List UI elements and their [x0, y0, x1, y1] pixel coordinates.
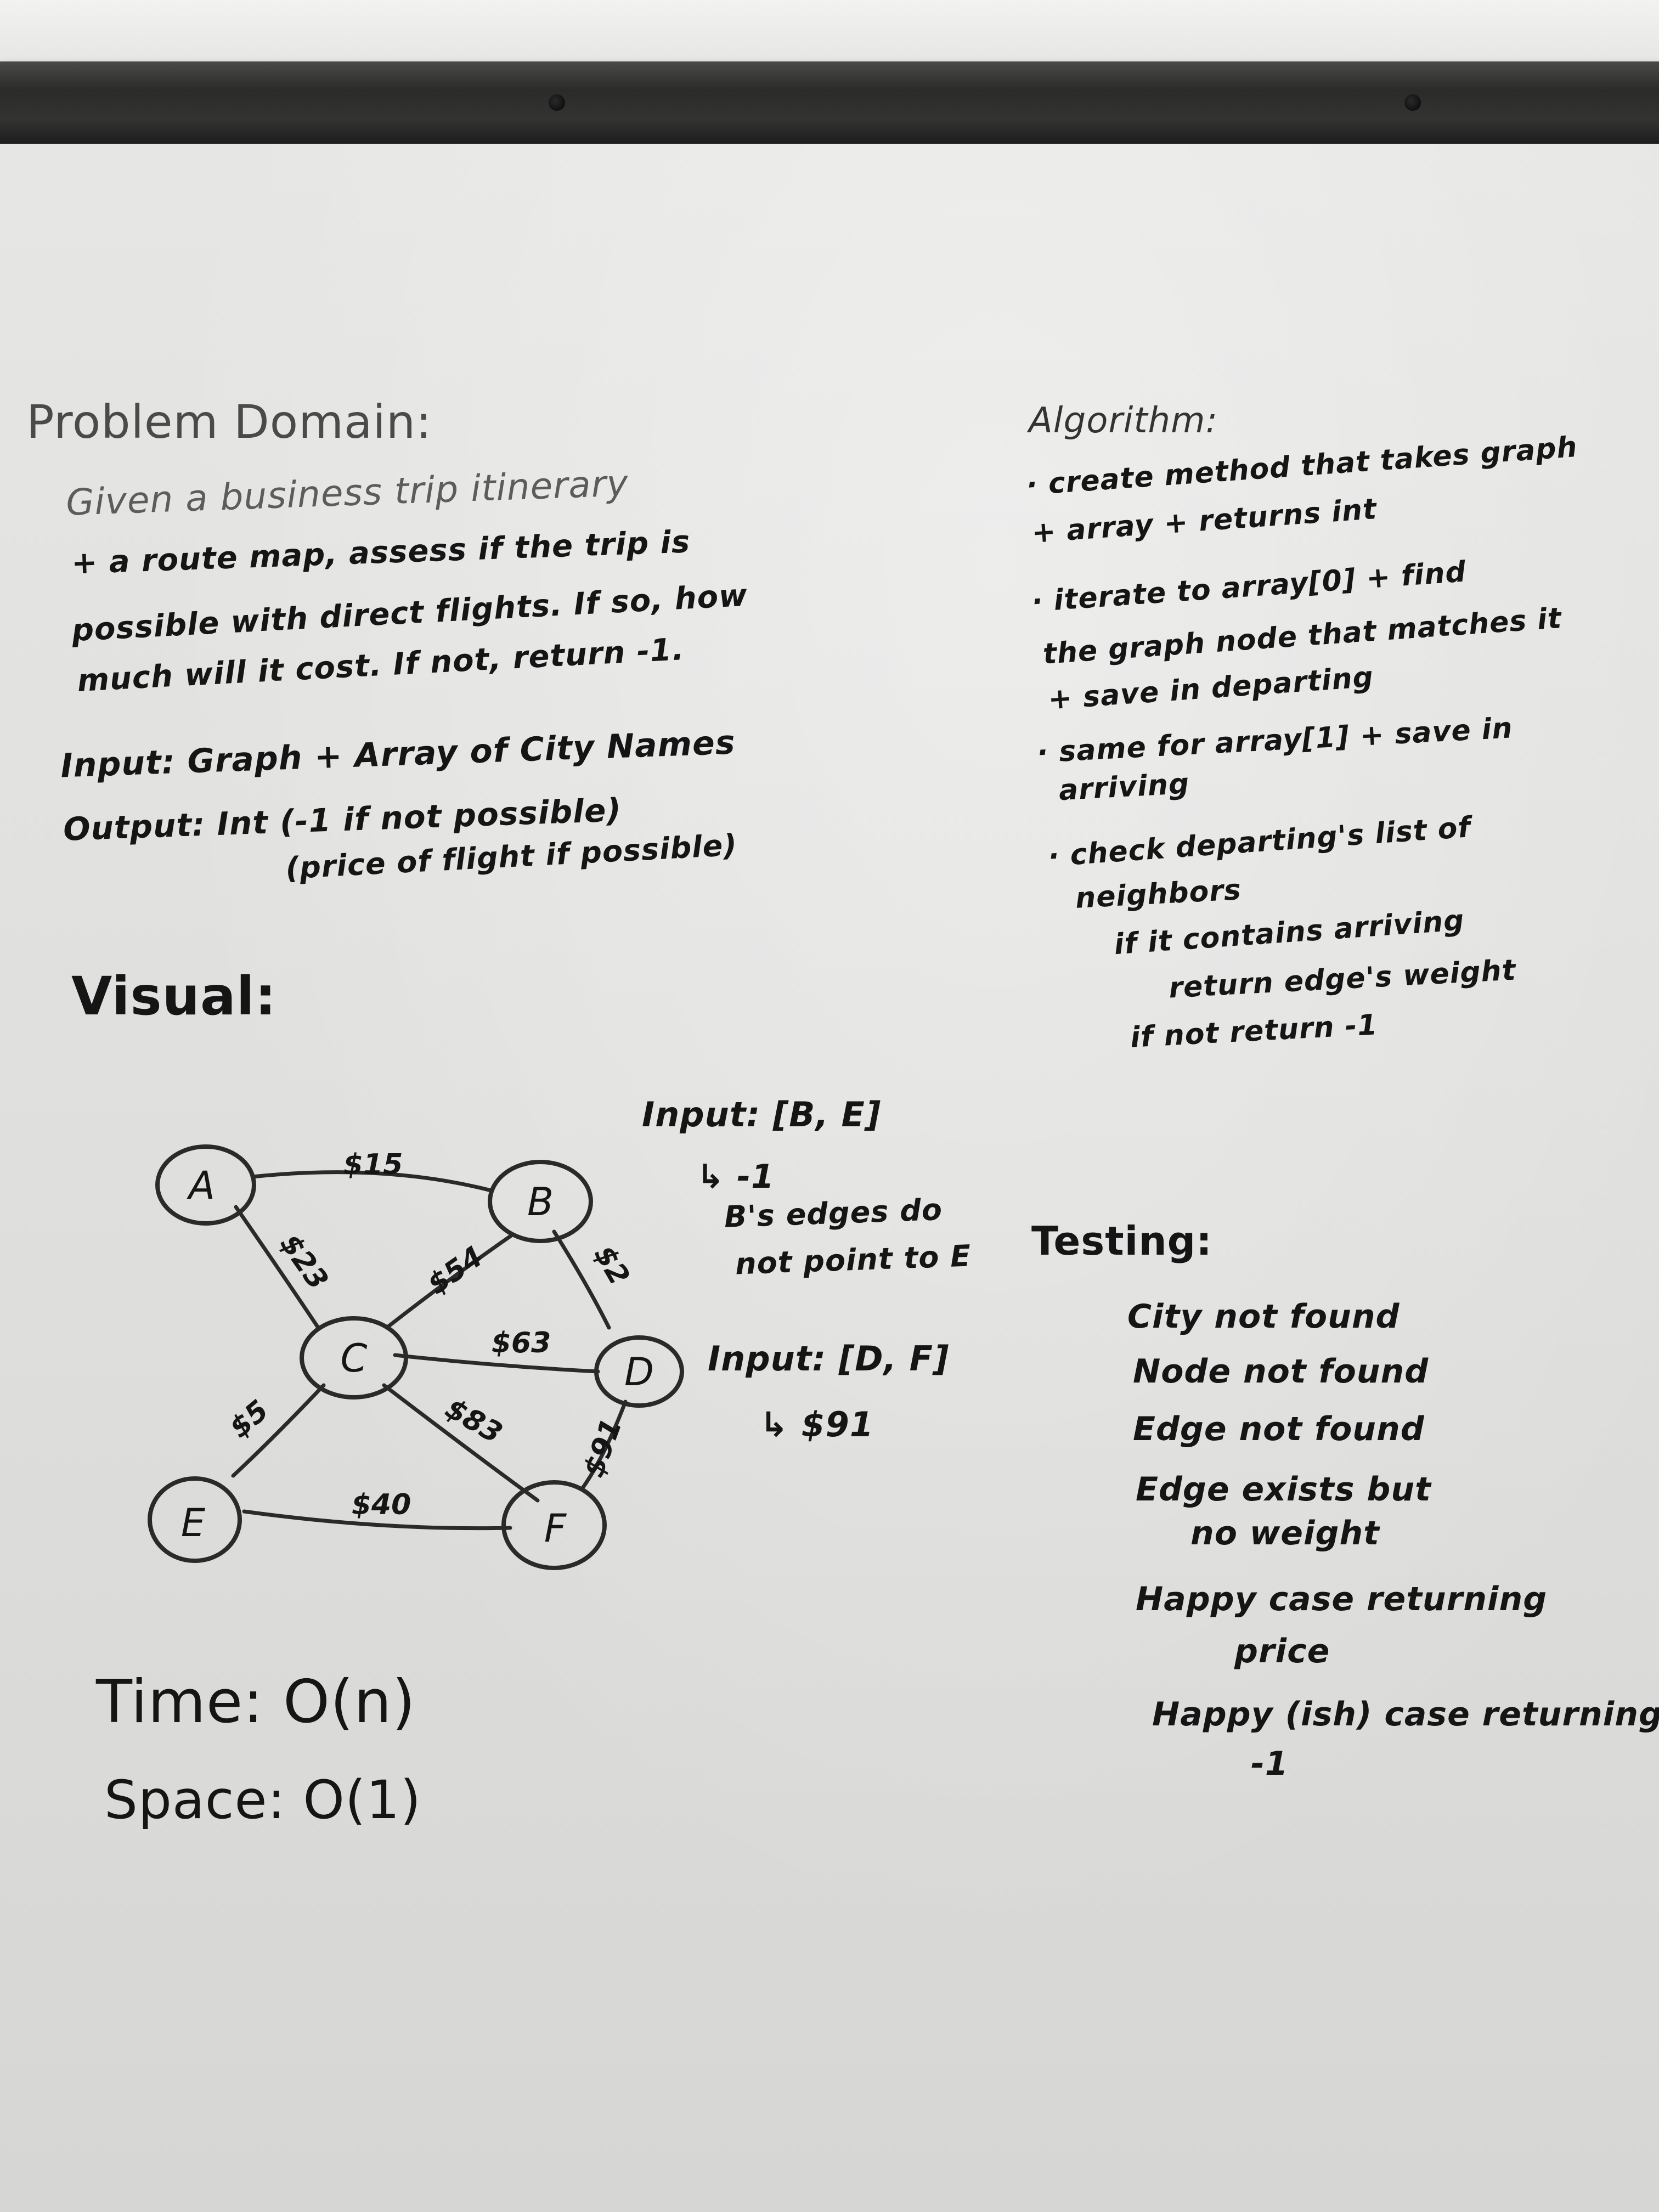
time-complexity: Time: O(n)	[96, 1668, 416, 1736]
testing-line-7: price	[1234, 1632, 1330, 1671]
testing-line-6: Happy case returning	[1136, 1580, 1548, 1618]
algorithm-line-7: arriving	[1058, 767, 1190, 808]
example-2-result: ↳ $91	[760, 1404, 874, 1444]
rail-screw-right	[1404, 94, 1421, 111]
example-2-input: Input: [D, F]	[708, 1339, 950, 1379]
testing-line-8: Happy (ish) case returning	[1152, 1695, 1659, 1734]
testing-line-4: Edge exists but	[1136, 1470, 1431, 1509]
wall-above-rail	[0, 0, 1659, 63]
problem-domain-heading: Problem Domain:	[26, 395, 432, 449]
example-1-input: Input: [B, E]	[642, 1094, 882, 1135]
testing-line-2: Node not found	[1133, 1352, 1429, 1391]
testing-line-3: Edge not found	[1133, 1410, 1425, 1448]
whiteboard-rail	[0, 61, 1659, 144]
example-1-result: ↳ -1	[697, 1158, 775, 1196]
space-complexity: Space: O(1)	[104, 1769, 421, 1831]
testing-line-9: -1	[1251, 1745, 1289, 1783]
testing-line-5: no weight	[1190, 1514, 1380, 1553]
testing-heading: Testing:	[1031, 1218, 1212, 1264]
visual-heading: Visual:	[71, 966, 277, 1027]
testing-line-1: City not found	[1127, 1297, 1400, 1336]
rail-screw-left	[549, 94, 565, 111]
algorithm-heading: Algorithm:	[1029, 400, 1218, 441]
